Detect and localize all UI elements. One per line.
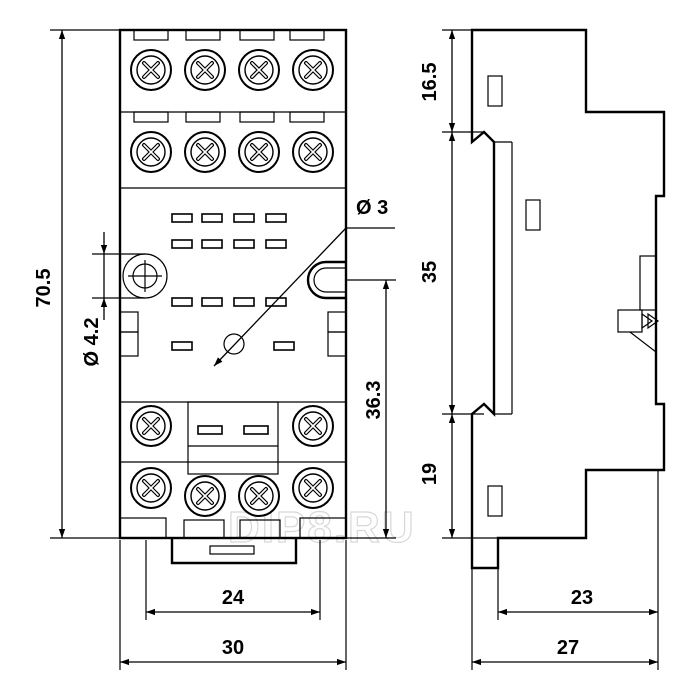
dim-side-top: 16.5 [419, 63, 441, 102]
mounting-hole-left [122, 253, 168, 299]
contact-slot [273, 341, 295, 351]
dim-hole-large: Ø 4.2 [81, 318, 103, 367]
din-clip [170, 538, 298, 565]
dim-hole-small: Ø 3 [356, 197, 388, 219]
contact-slot [201, 239, 223, 249]
screw-terminal [130, 49, 172, 91]
dim-depth-inner: 23 [571, 587, 593, 609]
dim-depth-overall: 27 [557, 637, 579, 659]
contact-slot [171, 213, 193, 223]
front-view [118, 28, 348, 565]
screw-terminals [130, 49, 334, 517]
dim-width-overall: 30 [222, 637, 244, 659]
side-dimensions: 16.5 35 19 23 27 [419, 29, 659, 670]
contact-slot [265, 239, 287, 249]
screw-terminal [238, 131, 280, 173]
contact-slot [171, 297, 193, 307]
screw-terminal [292, 131, 334, 173]
screw-terminal [130, 131, 172, 173]
screw-terminal [292, 405, 334, 447]
screw-terminal [130, 405, 172, 447]
small-hole [223, 333, 245, 355]
contact-slot [233, 297, 255, 307]
screw-terminal [292, 467, 334, 509]
screw-terminal [292, 49, 334, 91]
contact-slot [233, 239, 255, 249]
coil-block [187, 401, 279, 475]
dim-mount-distance: 36.3 [363, 381, 385, 420]
dim-side-middle: 35 [419, 261, 441, 283]
side-view [470, 28, 666, 570]
mounting-slot-right [306, 260, 346, 300]
screw-terminal [184, 49, 226, 91]
socket-body [118, 28, 348, 540]
screw-terminal [184, 475, 226, 517]
front-dimensions: 70.5 Ø 4.2 Ø 3 36.3 24 30 [33, 29, 396, 670]
contact-slot [233, 213, 255, 223]
latch-detail [617, 255, 660, 353]
side-profile [470, 28, 666, 570]
dim-width-inner: 24 [222, 587, 245, 609]
screw-terminal [184, 131, 226, 173]
contact-slot [171, 239, 193, 249]
dim-overall-height: 70.5 [33, 269, 55, 308]
screw-terminal [130, 467, 172, 509]
contact-slot [201, 297, 223, 307]
dim-side-bottom: 19 [419, 463, 441, 485]
contact-slots [171, 213, 295, 351]
contact-slot [171, 341, 193, 351]
side-tabs [119, 311, 347, 539]
top-notches [133, 29, 325, 123]
contact-slot [265, 213, 287, 223]
screw-terminal [238, 475, 280, 517]
screw-terminal [238, 49, 280, 91]
contact-slot [201, 213, 223, 223]
